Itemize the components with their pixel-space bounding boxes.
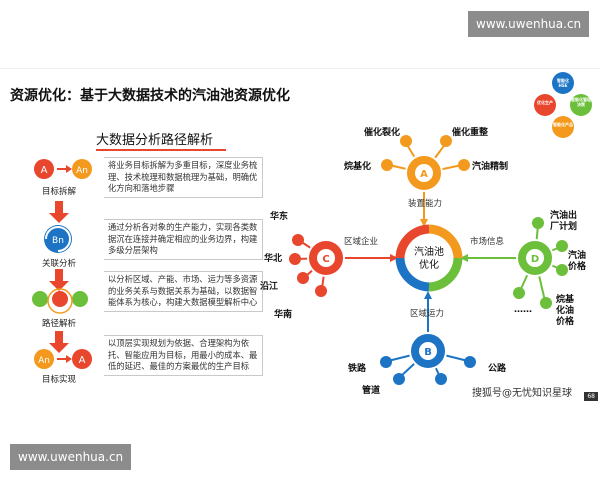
- center-ring: 汽油池 优化: [395, 224, 463, 292]
- svg-text:C: C: [322, 254, 329, 265]
- credit-text: 搜狐号@无忧知识星球: [472, 388, 572, 399]
- slide: 资源优化：基于大数据技术的汽油池资源优化 大数据分析路径解析 A An Bn: [0, 68, 600, 409]
- corner-bubble-product: [552, 116, 574, 138]
- node-alkylation: 烷基化: [344, 162, 372, 172]
- node-pipeline: 管道: [362, 386, 381, 396]
- icon-an-circle: [72, 159, 92, 179]
- svg-text:An: An: [38, 356, 50, 366]
- svg-text:A: A: [420, 169, 428, 180]
- corner-bubble-label-production: 优化生产: [537, 100, 553, 105]
- icon-a-circle: [34, 159, 54, 179]
- icon-an2-circle: [34, 349, 54, 369]
- corner-bubble-label-product: 智能化产品: [553, 122, 573, 127]
- icon-bn-circle: [44, 225, 72, 253]
- svg-text:A: A: [79, 355, 86, 366]
- connector-regional-enterprise: 区域企业: [344, 237, 379, 247]
- step-desc-2: 通过分析各对象的生产能力，实现各类数据沉在连接并确定相应的业务边界，构建多级分层…: [104, 219, 263, 260]
- connector-market-info: 市场信息: [470, 237, 505, 247]
- path-node-3: [72, 291, 88, 307]
- svg-text:B: B: [424, 347, 432, 358]
- corner-bubble-hse: [552, 72, 574, 94]
- down-arrow-3: [49, 331, 69, 353]
- center-core: [405, 234, 453, 282]
- satellites: [289, 135, 568, 385]
- icon-a-letter: A: [41, 165, 48, 176]
- node-yangtze: 沿江: [260, 282, 279, 292]
- step-desc-4: 以顶层实现规划为依据、合理架构为依托、智能应用为目标，用最小的成本、最低的延迟、…: [104, 335, 263, 376]
- step-label-1: 目标拆解: [42, 187, 77, 197]
- node-railway: 铁路: [348, 364, 367, 374]
- flow-icons: A An Bn An A: [32, 159, 92, 369]
- corner-bubble-decision: [570, 94, 592, 116]
- center-label-2: 优化: [419, 258, 439, 271]
- watermark-bottom: www.uwenhua.cn: [10, 444, 132, 470]
- svg-text:D: D: [531, 254, 539, 265]
- node-east-china: 华东: [270, 212, 289, 222]
- path-node-1: [32, 291, 48, 307]
- node-gasoline-refining: 汽油精制: [472, 162, 509, 172]
- down-arrow-2: [49, 269, 69, 291]
- step-label-2: 关联分析: [42, 259, 77, 269]
- step-label-4: 目标实现: [42, 375, 77, 385]
- diagram-canvas: A An Bn An A: [32, 72, 592, 385]
- node-gasoline-plan: 汽油出 厂计划: [550, 211, 578, 232]
- node-highway: 公路: [488, 364, 507, 374]
- watermark-top: www.uwenhua.cn: [468, 11, 590, 37]
- step-desc-1: 将业务目标拆解为多重目标，深度业务梳理、技术梳理和数据梳理为基础，明确优化方向和…: [104, 157, 263, 198]
- corner-bubbles: [534, 72, 592, 138]
- icon-bn-letter: Bn: [52, 236, 64, 246]
- section-subtitle: 大数据分析路径解析: [96, 133, 214, 148]
- connector-regional-transport: 区域运力: [410, 309, 445, 319]
- node-south-china: 华南: [274, 310, 293, 320]
- page-number: 68: [584, 392, 598, 401]
- corner-bubble-label-decision: 智能化管理决策: [571, 97, 591, 107]
- node-gasoline-price: 汽油 价格: [568, 251, 587, 272]
- step-desc-3: 以分析区域、产能、市场、运力等多资源的业务关系与数据关系为基础，以数据智能体系为…: [104, 271, 263, 312]
- corner-bubble-label-hse: 智能化HSE: [557, 78, 569, 88]
- node-more: ……: [514, 305, 532, 315]
- corner-bubble-production: [534, 94, 556, 116]
- center-label-1: 汽油池: [414, 245, 444, 258]
- icon-a2-circle: [72, 349, 92, 369]
- node-catalytic-reforming: 催化重整: [452, 128, 489, 138]
- node-catalytic-cracking: 催化裂化: [364, 128, 401, 138]
- step-label-3: 路径解析: [42, 319, 77, 329]
- node-alkylate-price: 烷基 化油 价格: [556, 295, 575, 327]
- down-arrow-1: [49, 201, 69, 223]
- hubs: A C D B: [307, 154, 554, 370]
- slide-title: 资源优化：基于大数据技术的汽油池资源优化: [10, 88, 290, 104]
- connector-device-capacity: 装置能力: [408, 199, 443, 209]
- icon-an-letter: An: [76, 166, 88, 176]
- subtitle-underline: [96, 149, 226, 151]
- node-north-china: 华北: [264, 254, 283, 264]
- path-node-2: [52, 291, 68, 307]
